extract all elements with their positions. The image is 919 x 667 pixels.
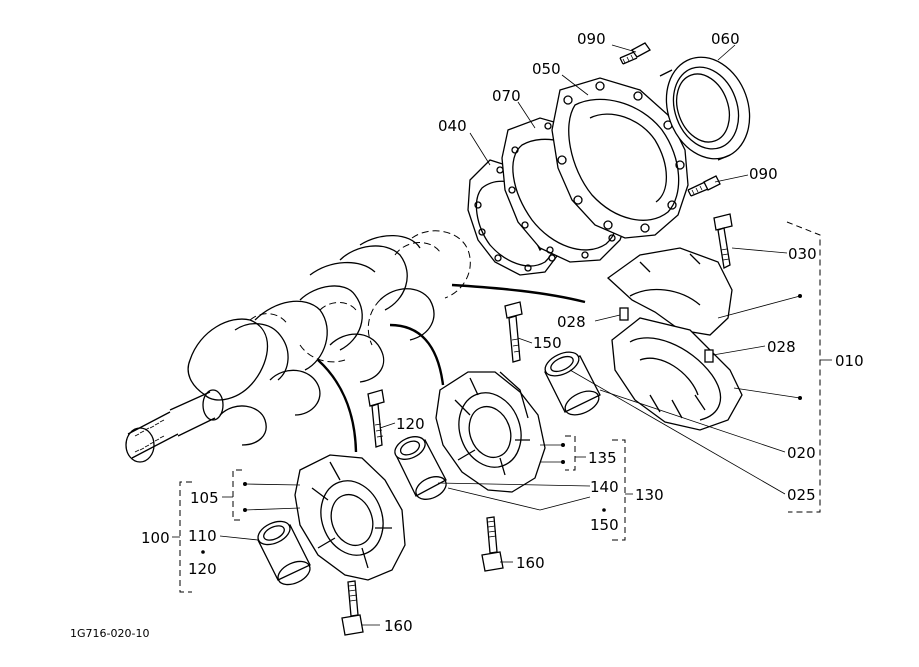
label-120-mid: 120 (396, 415, 425, 433)
label-150-lower: 150 (590, 516, 619, 534)
bolt-090-top (619, 42, 651, 65)
label-160-mid: 160 (516, 554, 545, 572)
label-130: 130 (635, 486, 664, 504)
bushing-110 (257, 520, 311, 586)
label-070: 070 (492, 87, 521, 105)
label-090-top: 090 (577, 30, 606, 48)
bolt-160-front (341, 580, 364, 636)
label-110: 110 (188, 527, 217, 545)
bearing-case-100 (294, 454, 406, 581)
leader-curves (317, 283, 586, 453)
bracket-130 (612, 439, 633, 541)
figure-reference: 1G716-020-10 (70, 627, 149, 640)
label-150-upper: 150 (533, 334, 562, 352)
bearing-case-130 (435, 371, 546, 493)
label-105: 105 (190, 489, 219, 507)
label-025: 025 (787, 486, 816, 504)
label-028-right: 028 (767, 338, 796, 356)
bolt-150-upper (504, 301, 523, 363)
label-100: 100 (141, 529, 170, 547)
label-050: 050 (532, 60, 561, 78)
label-028-left: 028 (557, 313, 586, 331)
bracket-105 (222, 469, 247, 521)
dot-110-120 (201, 550, 205, 554)
bracket-135 (561, 435, 586, 471)
label-120-front: 120 (188, 560, 217, 578)
label-060: 060 (711, 30, 740, 48)
bracket-100 (172, 481, 192, 593)
label-160-front: 160 (384, 617, 413, 635)
label-140: 140 (590, 478, 619, 496)
crankshaft (125, 230, 471, 463)
bushing-020 (544, 351, 601, 416)
bolt-030 (713, 213, 733, 269)
bushing-120-mid (394, 436, 447, 500)
label-010: 010 (835, 352, 864, 370)
label-040: 040 (438, 117, 467, 135)
label-020: 020 (787, 444, 816, 462)
bolt-near-100 (367, 389, 385, 448)
bearing-case-010 (606, 247, 743, 431)
bolt-090-side (687, 175, 721, 197)
seal-case-050 (551, 77, 689, 239)
label-135: 135 (588, 449, 617, 467)
bracket-010 (786, 221, 832, 513)
label-090-side: 090 (749, 165, 778, 183)
label-030: 030 (788, 245, 817, 263)
part-labels: 090 060 050 070 040 090 030 028 028 010 … (70, 30, 864, 640)
bolt-160-mid (481, 516, 504, 572)
leader-lines (219, 44, 801, 626)
dot-140-150 (602, 508, 606, 512)
oil-seal-060 (659, 56, 751, 161)
